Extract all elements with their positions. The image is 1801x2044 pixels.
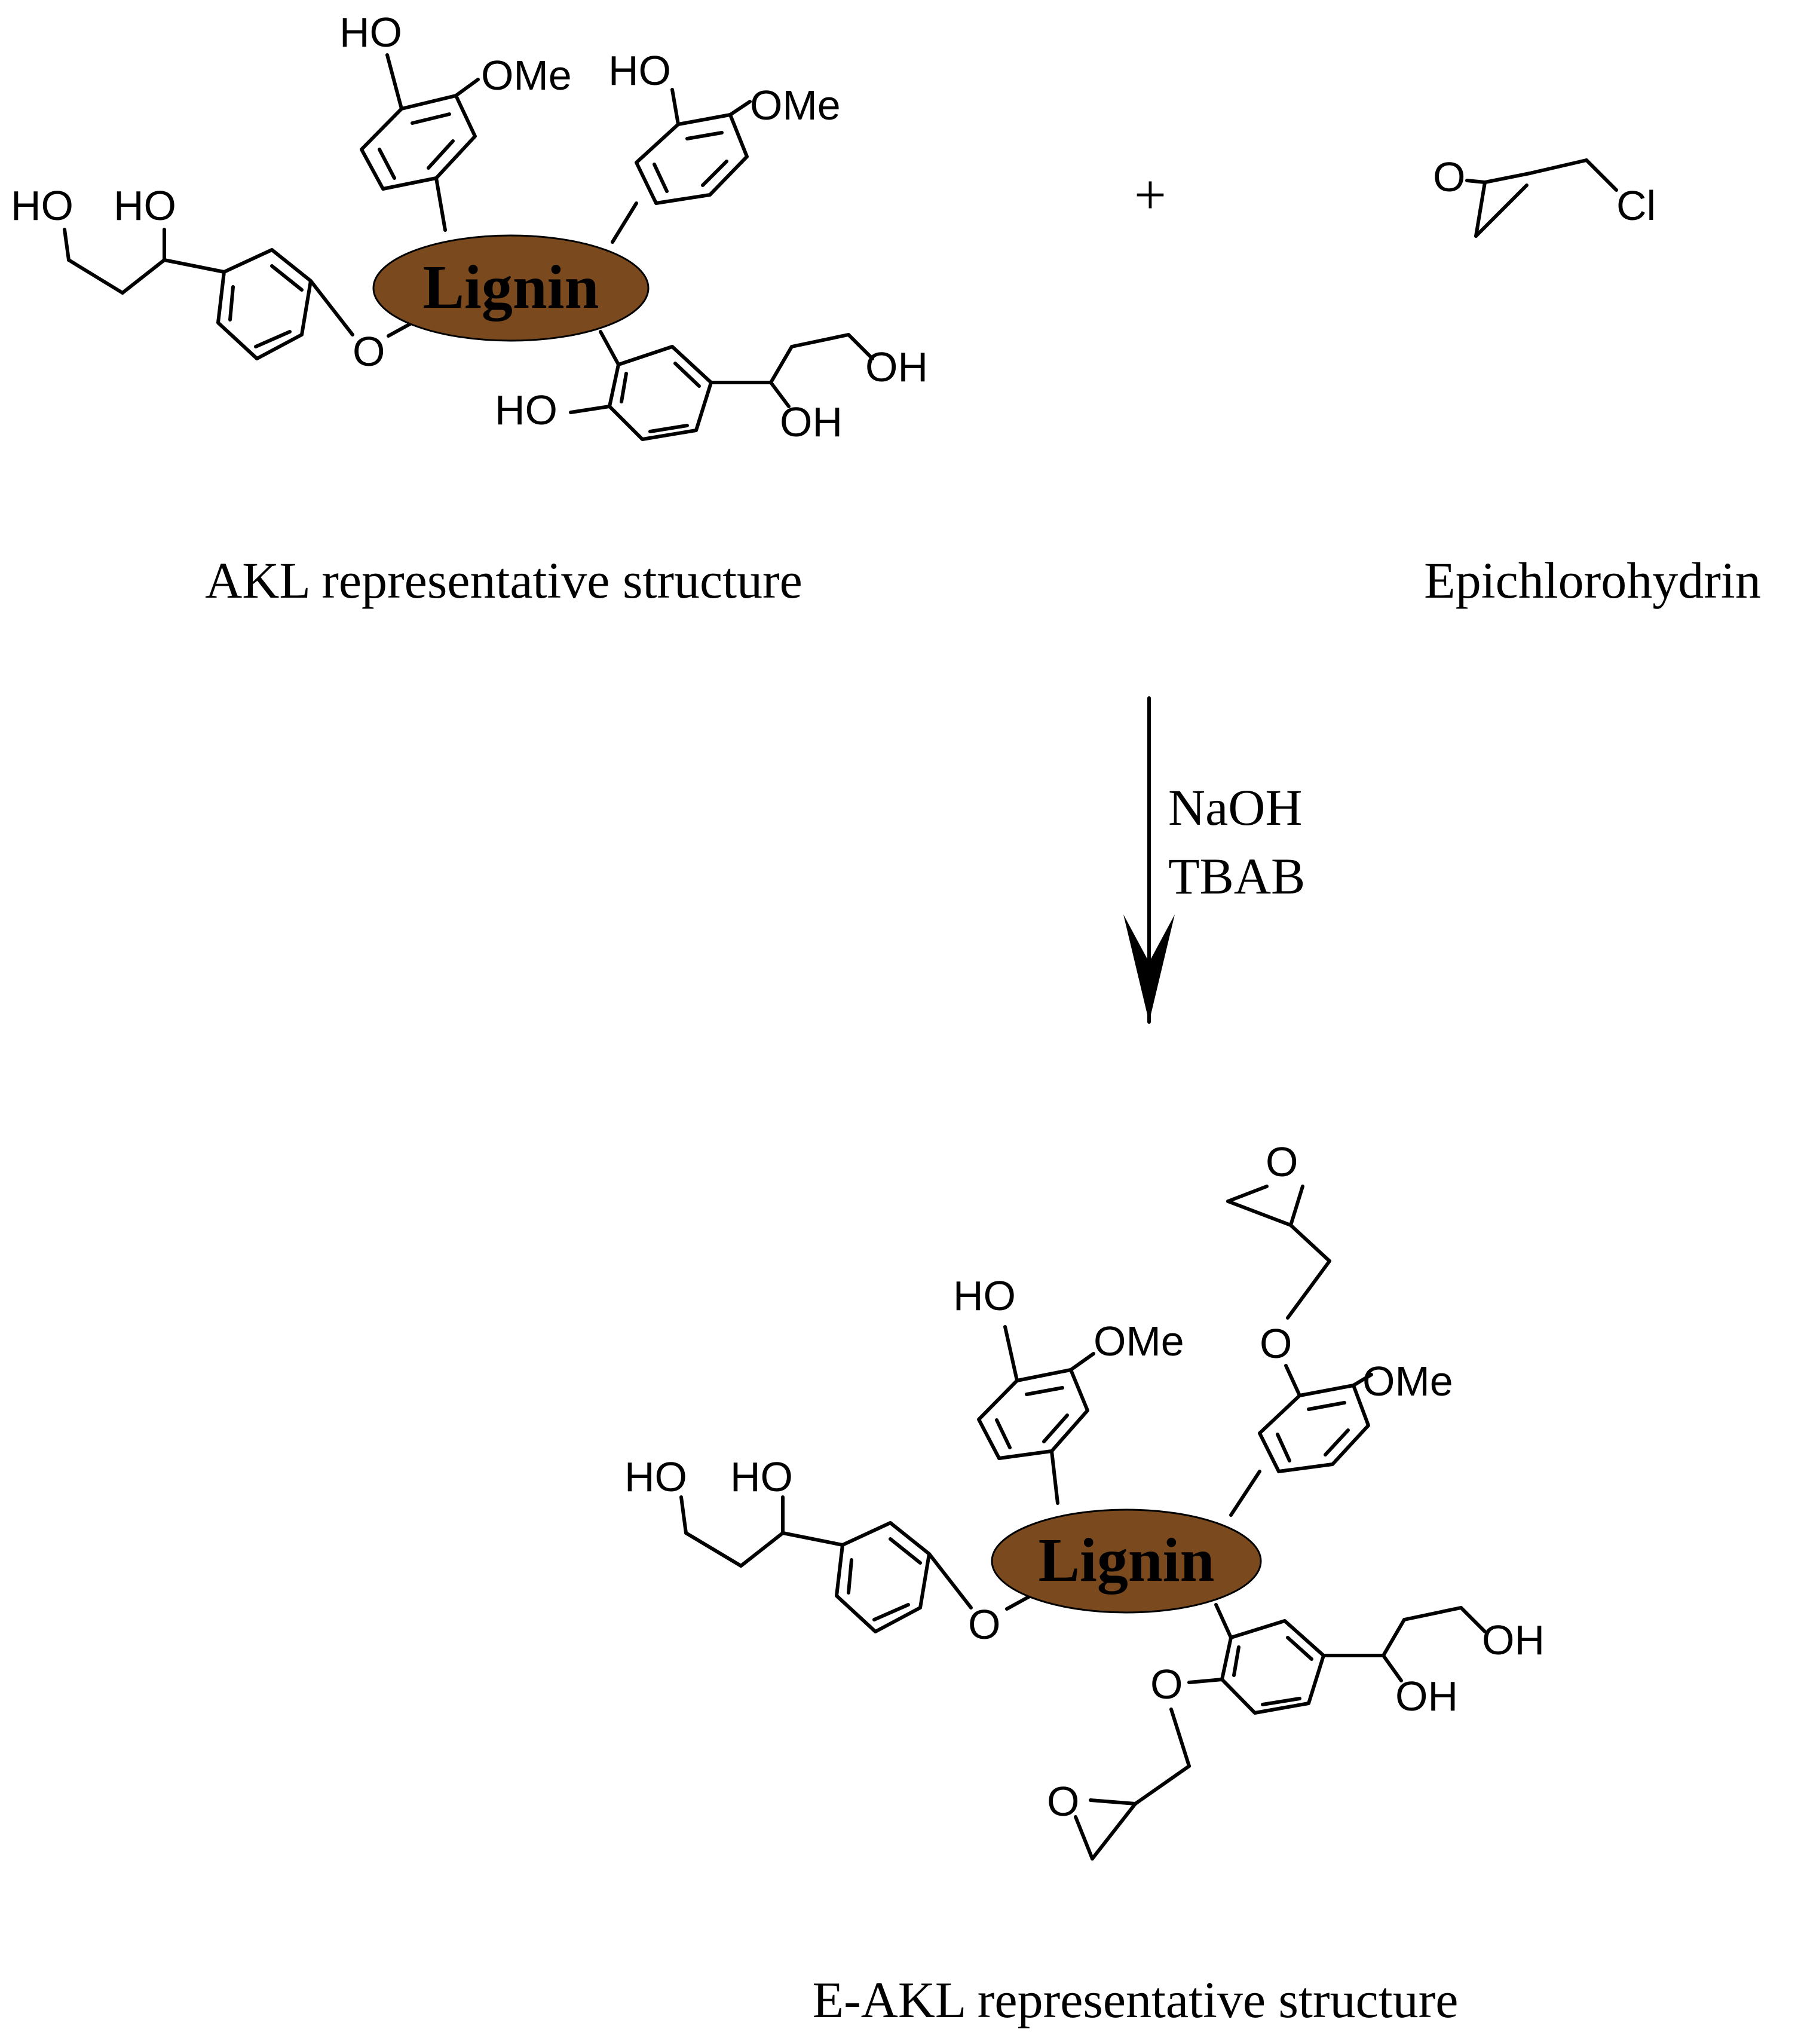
akl-ho-bottom: HO xyxy=(495,387,558,433)
eakl-oh-terminal: OH xyxy=(1482,1617,1545,1663)
eakl-epoxide-bottom xyxy=(1074,1708,1191,1861)
eakl-ho-top: HO xyxy=(953,1272,1016,1319)
eakl-ome-right: OMe xyxy=(1362,1358,1453,1405)
eakl-ho-chain-1: HO xyxy=(624,1454,687,1500)
eakl-epoxide-bottom-o: O xyxy=(1047,1778,1079,1825)
eakl-ome-top: OMe xyxy=(1094,1318,1184,1364)
akl-ether-o: O xyxy=(353,328,385,375)
akl-bottom-ring xyxy=(569,330,874,441)
eakl-lignin-core xyxy=(991,1508,1262,1614)
eakl-linker-bottom-o: O xyxy=(1150,1661,1183,1708)
akl-ho-top: HO xyxy=(339,9,402,56)
akl-oh-secondary: OH xyxy=(780,399,843,445)
akl-structure: HO OMe HO OMe HO HO xyxy=(11,9,928,445)
eakl-lignin-label: Lignin xyxy=(1039,1526,1215,1595)
akl-lignin-label: Lignin xyxy=(423,253,599,322)
arrowhead xyxy=(1123,914,1175,1022)
akl-oh-terminal: OH xyxy=(865,344,928,390)
eakl-glycidyl-ring-1 xyxy=(1229,1364,1373,1517)
eakl-ether-o: O xyxy=(968,1601,1000,1648)
eakl-oh-secondary: OH xyxy=(1395,1673,1458,1719)
condition-naoh: NaOH xyxy=(1168,779,1303,836)
reaction-arrow xyxy=(1123,696,1175,1024)
epichlorohydrin-structure xyxy=(1465,158,1618,238)
eakl-ho-chain-2: HO xyxy=(730,1454,793,1500)
epichlorohydrin-caption: Epichlorohydrin xyxy=(1424,552,1761,609)
akl-ome-right: OMe xyxy=(750,82,841,128)
akl-lignin-core xyxy=(372,234,650,342)
akl-ho-right: HO xyxy=(608,47,671,94)
eakl-epoxide-top xyxy=(1226,1185,1331,1320)
eakl-linker-top-o: O xyxy=(1260,1320,1292,1367)
akl-guaiacyl-ring-2 xyxy=(611,88,752,244)
akl-caption: AKL representative structure xyxy=(205,552,803,609)
condition-tbab: TBAB xyxy=(1168,847,1305,905)
eakl-glycidyl-ring-2 xyxy=(1187,1603,1487,1715)
akl-ho-chain-1: HO xyxy=(11,182,73,229)
epichlorohydrin-o: O xyxy=(1433,154,1465,200)
eakl-structure: O O HO OMe OMe xyxy=(624,1139,1545,1861)
akl-guaiacyl-ring-1 xyxy=(360,53,480,232)
akl-ho-chain-2: HO xyxy=(114,182,176,229)
eakl-caption: E-AKL representative structure xyxy=(813,1971,1459,2028)
akl-side-chain-left xyxy=(63,228,414,360)
akl-ome-top: OMe xyxy=(481,52,572,99)
eakl-guaiacyl-ring-1 xyxy=(977,1325,1095,1505)
epichlorohydrin-cl: Cl xyxy=(1616,182,1656,229)
eakl-epoxide-top-o: O xyxy=(1266,1139,1298,1185)
plus-sign: + xyxy=(1134,163,1166,227)
eakl-side-chain-left xyxy=(679,1495,1033,1633)
